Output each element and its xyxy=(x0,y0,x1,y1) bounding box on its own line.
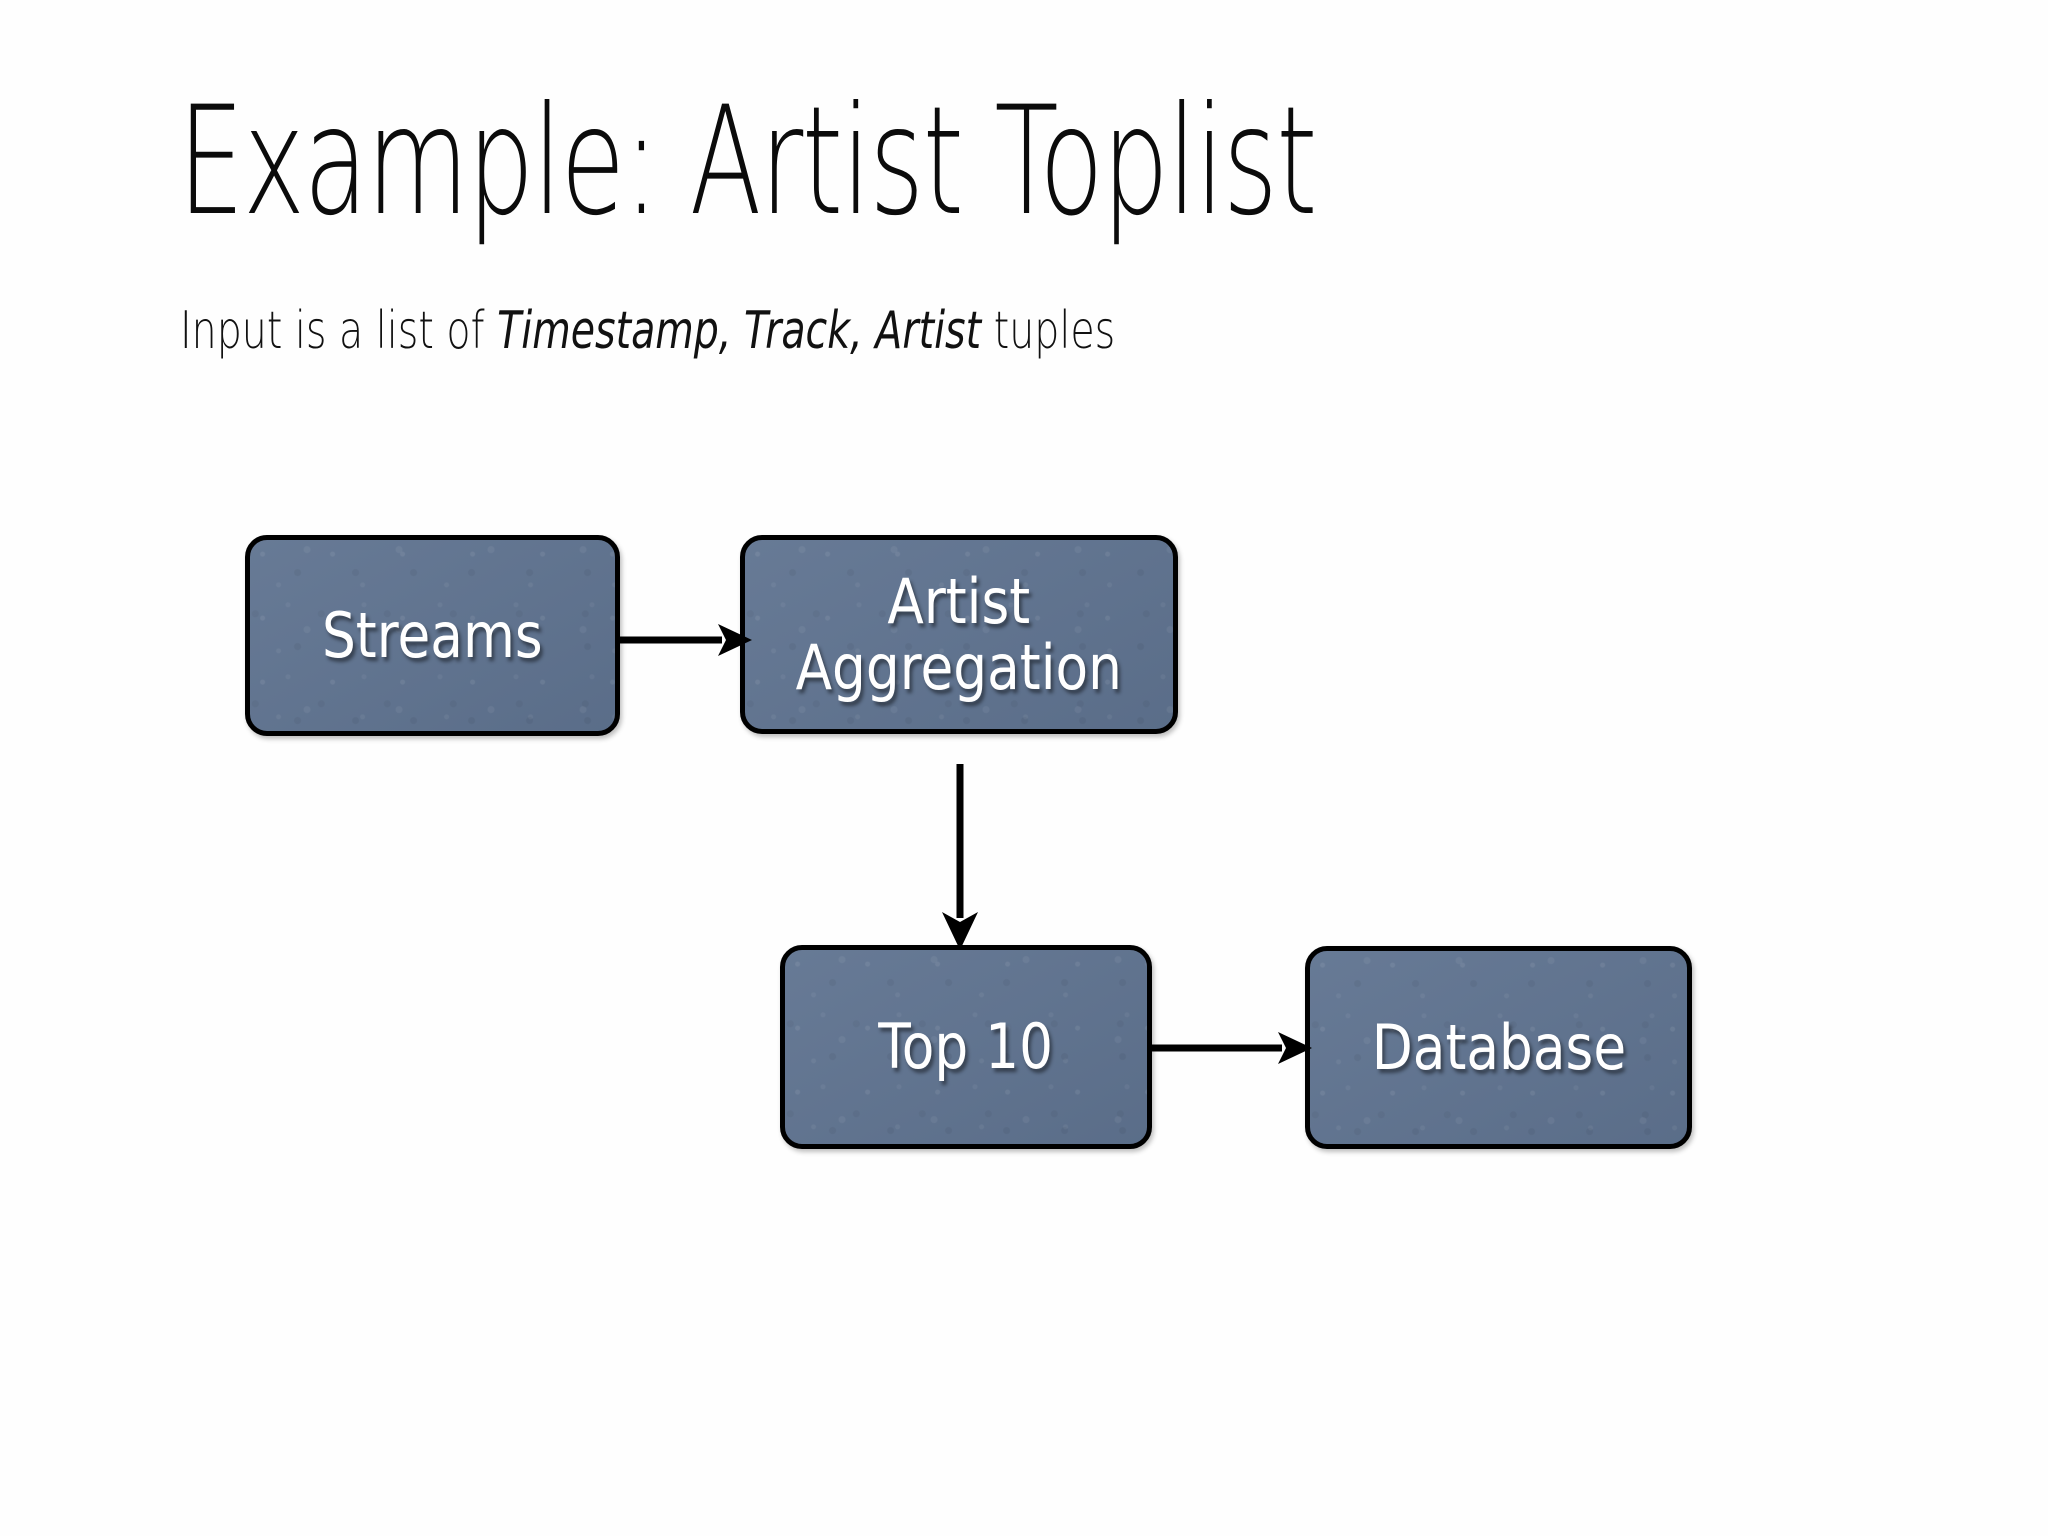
arrow-artist-aggregation-to-top-10-icon xyxy=(942,764,978,950)
arrow-streams-to-artist-aggregation-icon xyxy=(618,624,752,656)
diagram-node-top-10[interactable]: Top 10 xyxy=(780,945,1152,1149)
diagram-node-top-10-label: Top 10 xyxy=(878,1010,1054,1084)
arrow-top-10-to-database-icon xyxy=(1150,1032,1312,1064)
subtitle-tuple-fields: Timestamp, Track, Artist xyxy=(497,301,982,361)
diagram-node-database[interactable]: Database xyxy=(1305,946,1692,1149)
diagram-node-streams-label: Streams xyxy=(322,598,543,672)
subtitle-lead-text: Input is a list of xyxy=(180,301,498,361)
diagram-node-database-label: Database xyxy=(1371,1010,1626,1084)
diagram-node-streams[interactable]: Streams xyxy=(245,535,620,736)
diagram-node-artist-aggregation-label: Artist Aggregation xyxy=(795,564,1123,704)
page-title: Example: Artist Toplist xyxy=(178,75,1317,249)
diagram-node-artist-aggregation[interactable]: Artist Aggregation xyxy=(740,535,1178,734)
page-subtitle: Input is a list of Timestamp, Track, Art… xyxy=(180,300,1115,362)
subtitle-trail-text: tuples xyxy=(981,301,1116,361)
